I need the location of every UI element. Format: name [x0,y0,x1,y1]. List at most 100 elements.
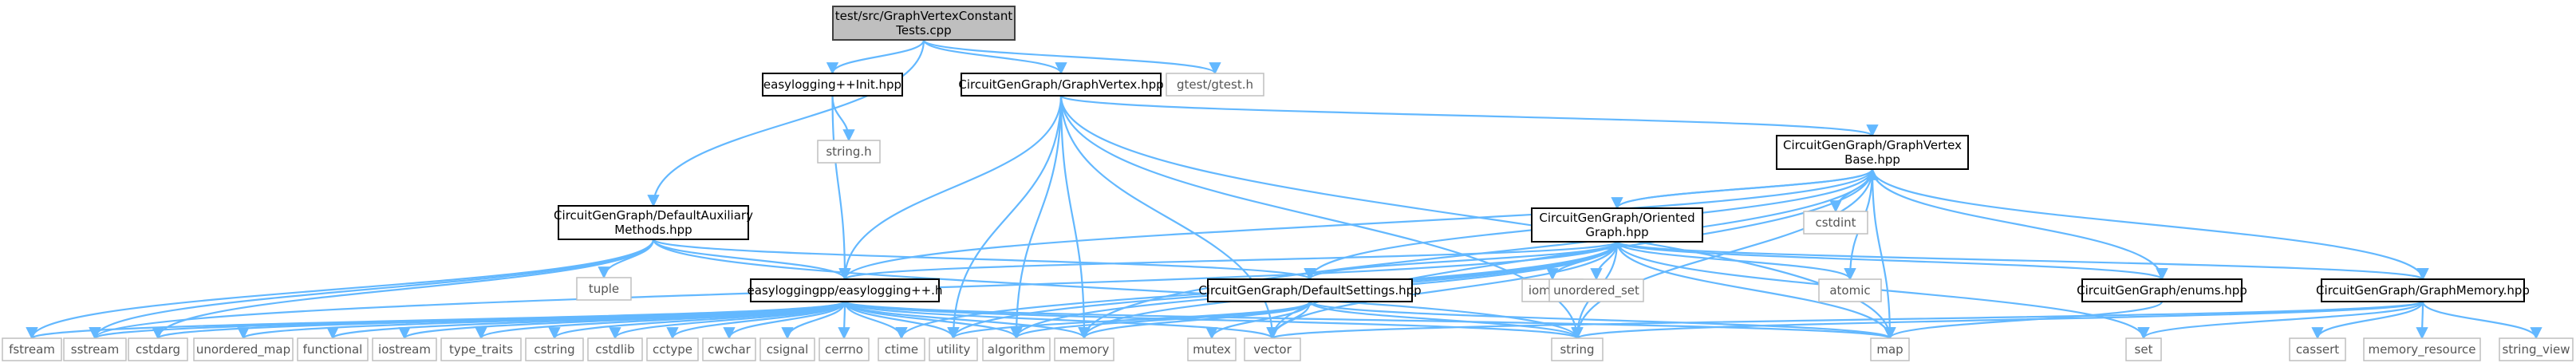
node-box [1244,337,1301,361]
node-box [2,337,62,361]
node-label: Base.hpp [1844,152,1900,167]
node-cstdint: cstdint [1803,211,1868,235]
edge-el-to-map [843,300,1896,340]
node-label: CircuitGenGraph/Oriented [1539,211,1694,225]
node-ds[interactable]: CircuitGenGraph/DefaultSettings.hpp [1198,278,1422,302]
node-box [2289,337,2346,361]
edge-ds-to-map [1308,300,1896,340]
node-label: csignal [767,342,809,357]
node-label: Methods.hpp [614,223,692,237]
edge-gm-to-string [1571,300,2424,340]
node-label: type_traits [449,342,513,357]
node-eli[interactable]: easylogging++Init.hpp [762,73,903,97]
node-box [1166,73,1264,97]
node-label: easyloggingpp/easylogging++.h [748,283,943,298]
edge-og-to-enums [1615,240,2168,281]
node-box [1870,337,1910,361]
node-label: easylogging++Init.hpp [763,77,901,92]
node-map: map [1870,337,1910,361]
node-box [525,337,584,361]
edge-gv-to-el [838,95,1063,281]
edge-root-to-gv [922,39,1067,75]
node-label: set [2135,342,2153,357]
node-memory: memory [1054,337,1114,361]
edge-dam-to-string [652,239,1584,340]
node-csignal: csignal [759,337,815,361]
node-label: mutex [1193,342,1231,357]
node-label: cstdarg [136,342,180,357]
node-box [646,337,699,361]
node-cstdarg: cstdarg [128,337,188,361]
node-box [1803,211,1868,235]
node-gm[interactable]: CircuitGenGraph/GraphMemory.hpp [2316,278,2530,302]
edge-root-to-gtest [922,38,1221,75]
edge-root-to-dam [647,39,925,207]
node-label: CircuitGenGraph/DefaultAuxiliary [554,208,753,223]
node-label: CircuitGenGraph/GraphVertex.hpp [958,77,1163,92]
edge-el-to-memory [843,301,1091,340]
node-label: utility [937,342,971,357]
node-fstream: fstream [2,337,62,361]
node-box [817,140,881,164]
edge-el-to-cstdlib [609,301,846,340]
node-gv[interactable]: CircuitGenGraph/GraphVertex.hpp [958,73,1164,97]
edge-gm-to-sview [2421,301,2542,340]
node-box [440,337,522,361]
edge-gm-to-memres [2416,301,2428,340]
node-box [2363,337,2481,361]
node-box [1054,337,1114,361]
node-label: unordered_map [196,342,290,357]
node-label: fstream [9,342,55,357]
edge-gv-to-utility [947,95,1063,340]
edge-og-to-map [1615,241,1896,340]
node-functional: functional [297,337,369,361]
node-label: cassert [2296,342,2339,357]
node-box [702,337,756,361]
node-tuple: tuple [576,277,632,301]
node-label: cwchar [708,342,751,357]
node-label: CircuitGenGraph/GraphVertex [1783,138,1962,152]
edge-dam-to-ds [652,238,1316,281]
edge-gm-to-set [2137,300,2424,340]
node-dam[interactable]: CircuitGenGraph/DefaultAuxiliaryMethods.… [554,205,753,240]
edge-og-to-gm [1615,240,2429,281]
node-memres: memory_resource [2363,337,2481,361]
edge-ds-to-memory [1078,301,1312,340]
edge-el-to-cctype [666,301,846,340]
node-label: CircuitGenGraph/GraphMemory.hpp [2316,283,2530,298]
edge-dam-to-tuple [598,239,655,279]
node-label: ctime [885,342,918,357]
node-box [1548,278,1644,302]
node-box [878,337,925,361]
edge-dam-to-sstream [89,239,655,340]
node-ctime: ctime [878,337,925,361]
node-label: memory [1059,342,1110,357]
node-box [587,337,643,361]
node-box [2125,337,2162,361]
node-box [961,73,1162,97]
edge-el-to-umap [237,300,846,340]
node-label: iostream [378,342,431,357]
edge-gvb-to-el [838,168,1874,281]
node-label: CircuitGenGraph/enums.hpp [2077,283,2247,298]
node-label: cstdlib [595,342,634,357]
edge-el-to-cwchar [723,301,846,340]
node-label: algorithm [988,342,1045,357]
edge-ds-to-algorithm [1010,300,1312,340]
node-label: unordered_set [1553,283,1639,298]
node-box [982,337,1051,361]
node-sview: string_view [2499,337,2574,361]
node-set: set [2125,337,2162,361]
edge-gv-to-algorithm [1010,95,1063,340]
edge-ds-to-string [1308,301,1584,340]
node-cerrno: cerrno [819,337,870,361]
node-el[interactable]: easyloggingpp/easylogging++.h [748,278,943,302]
node-enums[interactable]: CircuitGenGraph/enums.hpp [2077,278,2247,302]
node-label: cctype [653,342,692,357]
edge-el-to-cerrno [838,301,850,340]
node-box [2321,278,2525,302]
node-box [929,337,978,361]
